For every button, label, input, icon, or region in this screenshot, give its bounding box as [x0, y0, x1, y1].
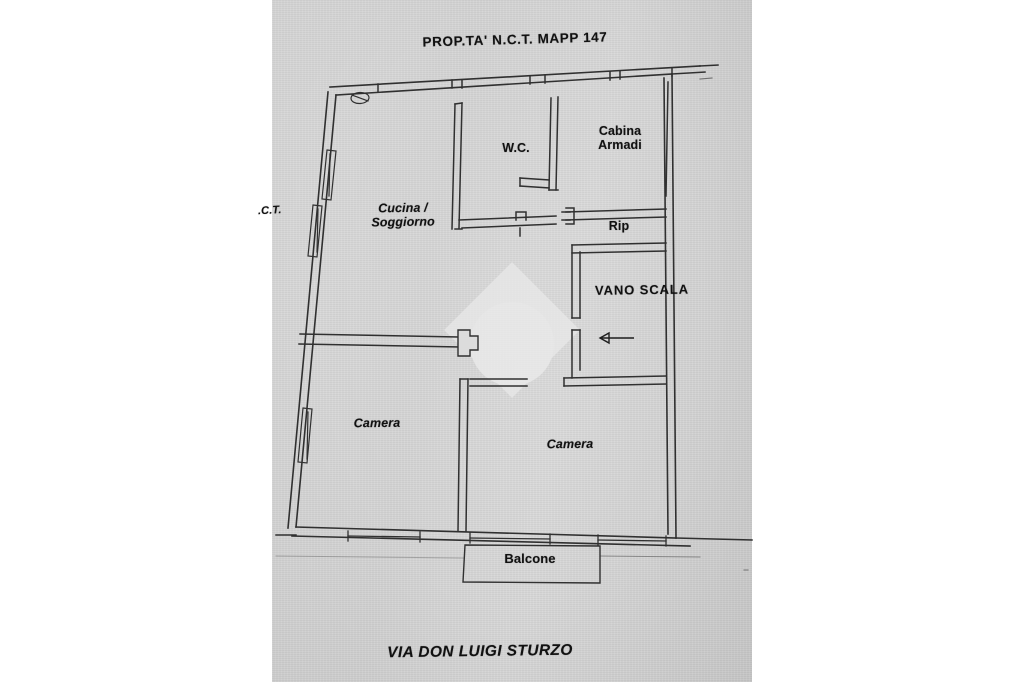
room-label-balcone: Balcone	[504, 551, 556, 566]
room-label-rip: Rip	[608, 219, 630, 233]
walls	[275, 64, 753, 584]
entrance-arrow-icon	[598, 331, 634, 345]
room-label-cucina-soggiorno: Cucina / Soggiorno	[371, 200, 435, 230]
room-label-cabina-armadi: Cabina Armadi	[598, 124, 642, 152]
street-label: VIA DON LUIGI STURZO	[387, 641, 573, 662]
room-label-vano-scala: VANO SCALA	[594, 281, 690, 298]
room-label-camera-right: Camera	[546, 436, 594, 452]
room-label-camera-left: Camera	[353, 415, 401, 431]
room-label-wc: W.C.	[502, 141, 530, 155]
